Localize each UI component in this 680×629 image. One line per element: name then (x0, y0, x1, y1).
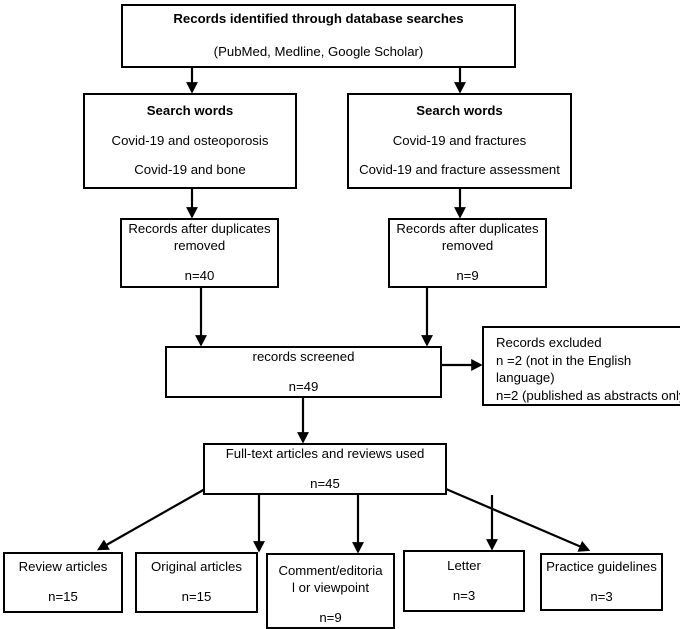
records-identified-heading: Records identified through database sear… (173, 11, 464, 27)
duplicates-left-label-line-2: removed (173, 238, 226, 254)
node-search-words-right[interactable]: Search words Covid-19 and fractures Covi… (347, 93, 572, 189)
search-words-left-term-1: Covid-19 and osteoporosis (111, 132, 269, 148)
output-letter-count: n=3 (452, 587, 476, 603)
records-excluded-heading: Records excluded (496, 335, 602, 350)
duplicates-right-count: n=9 (456, 267, 479, 283)
output-review-articles-label: Review articles (18, 559, 108, 575)
duplicates-right-label-line-1: Records after duplicates (396, 221, 539, 237)
node-records-screened[interactable]: records screened n=49 (165, 346, 442, 398)
output-practice-guidelines-count: n=3 (590, 588, 613, 604)
node-output-original-articles[interactable]: Original articles n=15 (135, 552, 258, 613)
connector-fulltext-to-review-articles (96, 488, 206, 551)
search-words-left-heading: Search words (146, 102, 234, 118)
node-records-excluded[interactable]: Records excluded n =2 (not in the Englis… (482, 326, 680, 406)
output-comment-editorial-label-line-2: l or viewpoint (292, 579, 369, 595)
duplicates-right-label-line-2: removed (441, 238, 494, 254)
node-output-letter[interactable]: Letter n=3 (403, 550, 525, 612)
node-output-comment-editorial[interactable]: Comment/editoria l or viewpoint n=9 (266, 553, 395, 629)
output-comment-editorial-count: n=9 (319, 609, 342, 625)
node-output-practice-guidelines[interactable]: Practice guidelines n=3 (540, 553, 663, 611)
search-words-right-term-1: Covid-19 and fractures (392, 132, 527, 148)
records-excluded-reason-2: n=2 (published as abstracts only (496, 387, 680, 403)
output-practice-guidelines-label: Practice guidelines (546, 558, 657, 574)
records-identified-sources: (PubMed, Medline, Google Scholar) (213, 44, 424, 59)
connector-fulltext-to-practice-guidelines (445, 487, 591, 552)
records-screened-count: n=49 (288, 378, 319, 394)
node-duplicates-removed-left[interactable]: Records after duplicates removed n=40 (120, 218, 279, 288)
search-words-left-term-2: Covid-19 and bone (134, 162, 246, 178)
fulltext-count: n=45 (310, 475, 340, 491)
records-excluded-reason-1-line-2: language) (496, 370, 555, 385)
output-original-articles-count: n=15 (181, 589, 212, 604)
records-excluded-reason-1-line-1: n =2 (not in the English (496, 352, 632, 368)
fulltext-label: Full-text articles and reviews used (225, 445, 425, 461)
node-duplicates-removed-right[interactable]: Records after duplicates removed n=9 (388, 218, 547, 288)
duplicates-left-label-line-1: Records after duplicates (128, 221, 271, 237)
records-screened-label: records screened (252, 348, 355, 364)
node-records-identified[interactable]: Records identified through database sear… (121, 4, 516, 68)
output-comment-editorial-label-line-1: Comment/editoria (278, 563, 383, 578)
output-review-articles-count: n=15 (48, 589, 78, 604)
output-original-articles-label: Original articles (151, 559, 242, 575)
output-letter-label: Letter (447, 557, 481, 573)
duplicates-left-count: n=40 (184, 267, 215, 283)
node-output-review-articles[interactable]: Review articles n=15 (3, 552, 123, 613)
node-fulltext-articles[interactable]: Full-text articles and reviews used n=45 (203, 443, 447, 495)
search-words-right-term-2: Covid-19 and fracture assessment (359, 162, 560, 178)
node-search-words-left[interactable]: Search words Covid-19 and osteoporosis C… (83, 93, 297, 189)
search-words-right-heading: Search words (416, 102, 503, 118)
